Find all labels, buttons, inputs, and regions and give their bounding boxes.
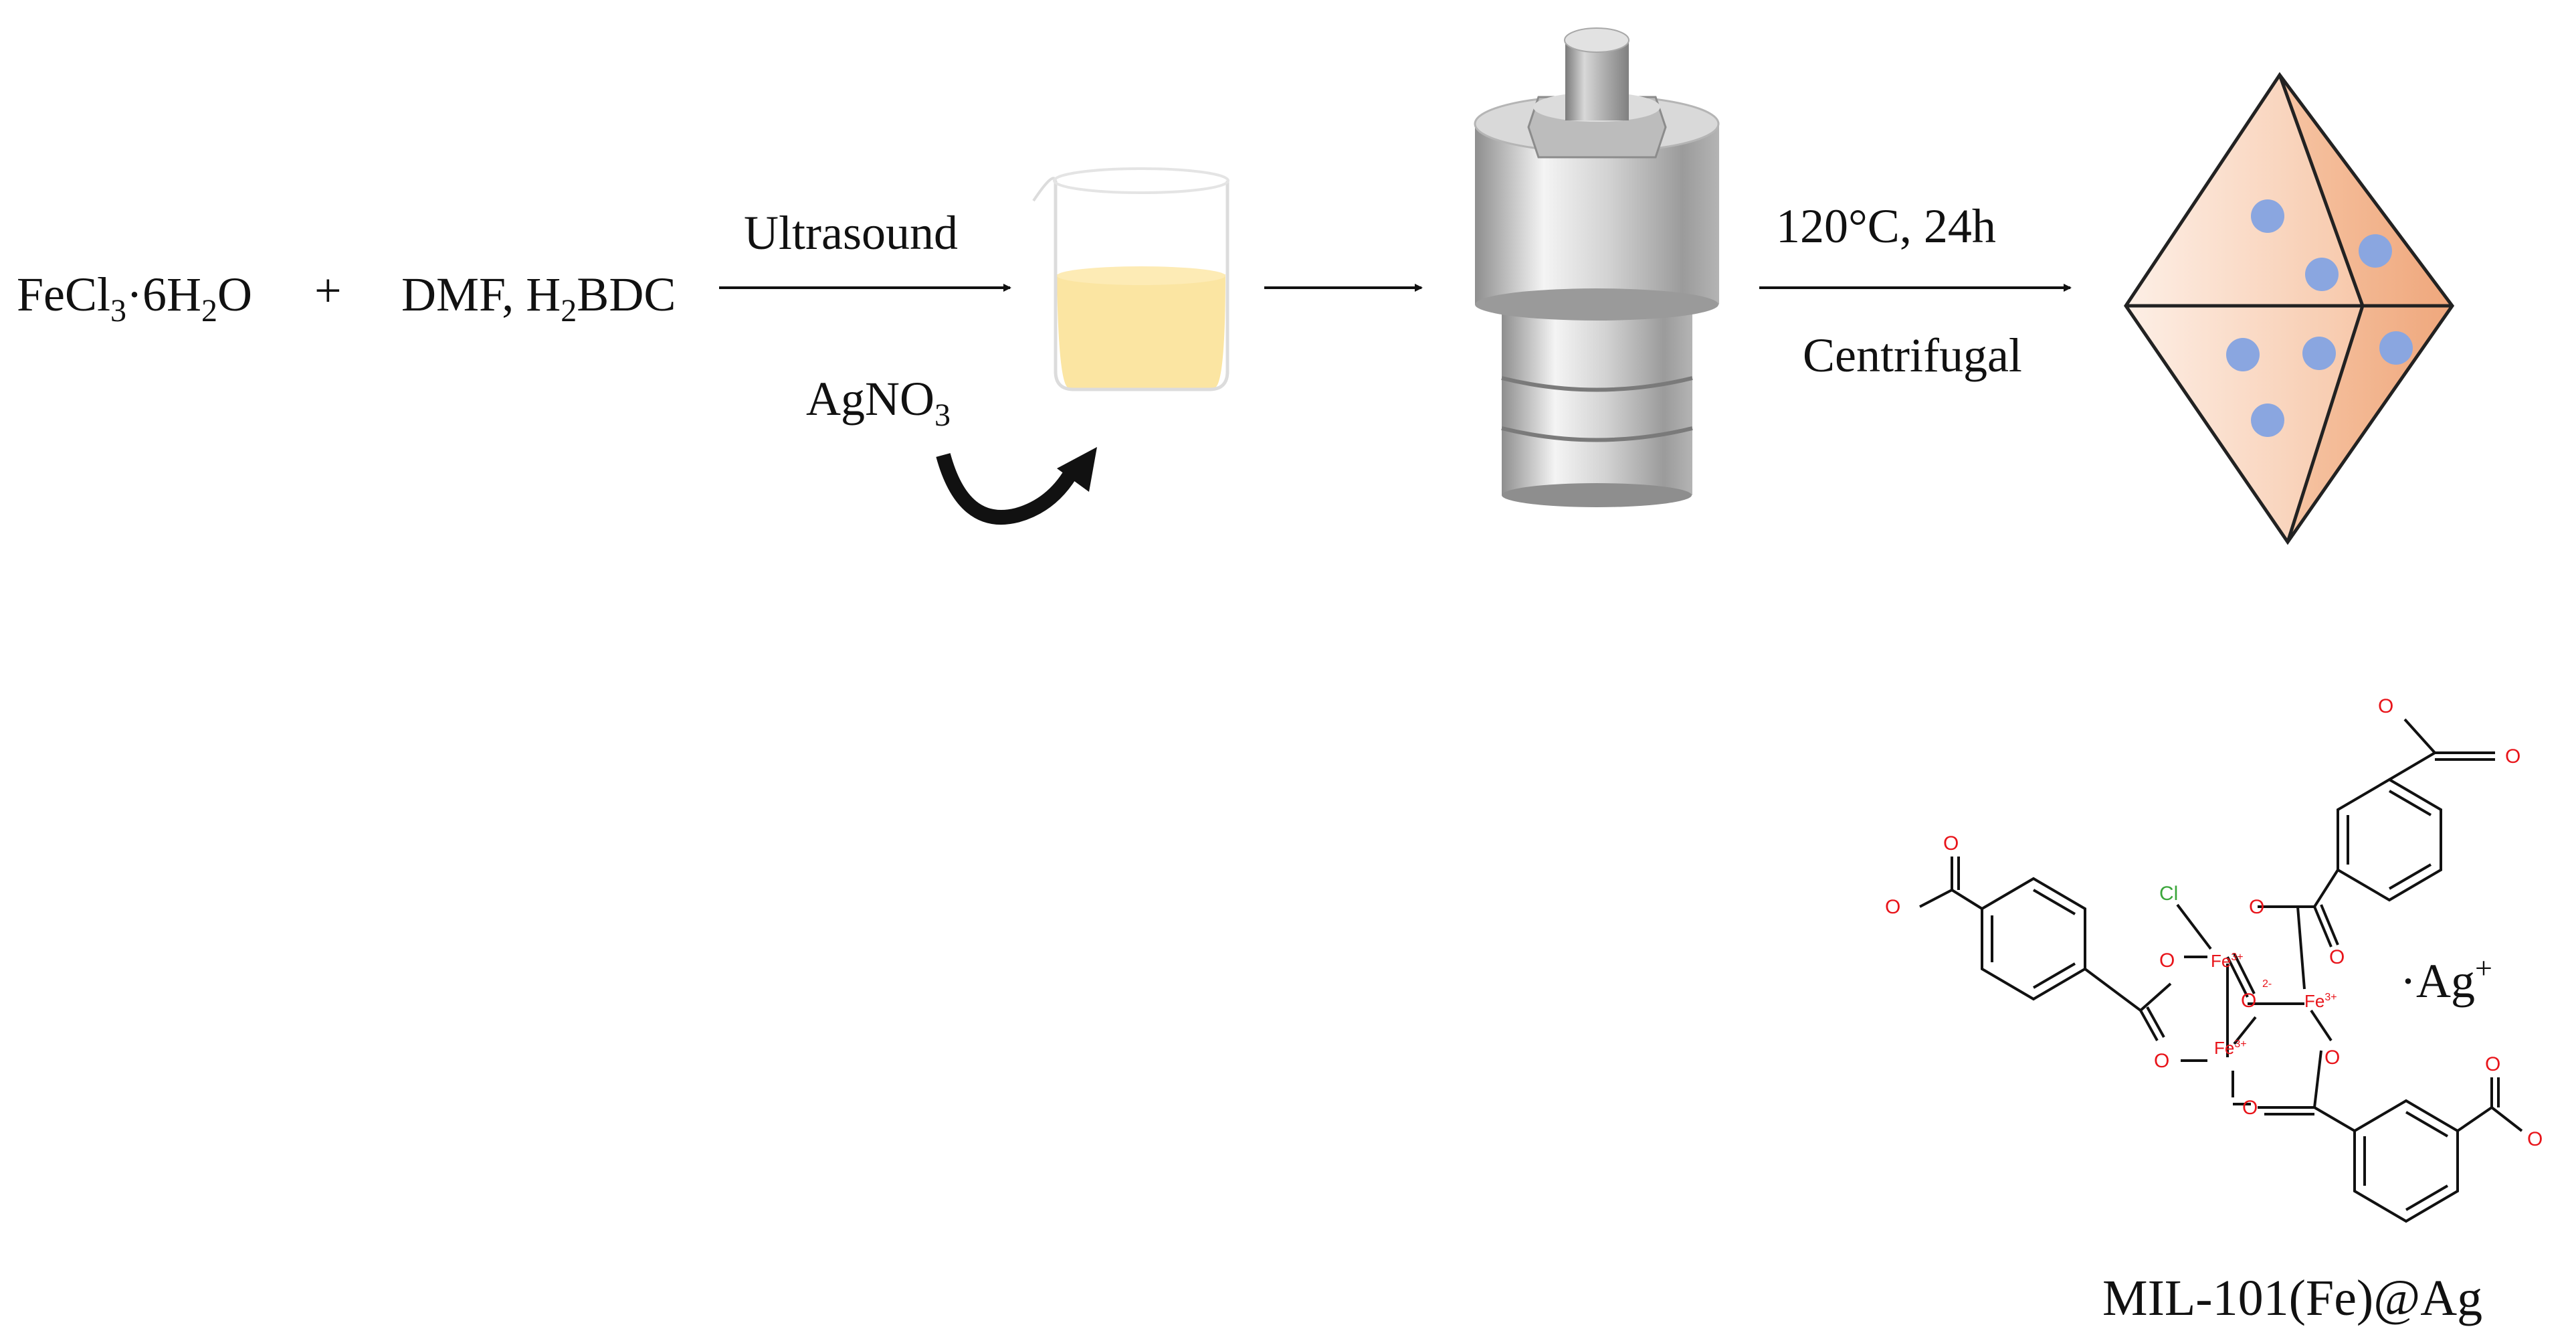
mof-octahedron-icon [2123,72,2455,545]
svg-text:O: O [2329,946,2345,968]
step1-above-label: Ultrasound [744,206,958,260]
svg-text:2-: 2- [2262,978,2272,990]
curved-arrow-head [1057,447,1097,492]
svg-text:O: O [1943,832,1959,855]
svg-text:Fe3+: Fe3+ [2304,991,2337,1011]
svg-text:O: O [2242,1097,2258,1119]
ag-dot [2226,338,2260,371]
svg-text:O: O [2159,950,2175,972]
beaker-icon [1032,167,1229,391]
svg-text:O: O [2249,896,2264,918]
ag-dot [2379,331,2413,365]
ag-dot [2305,258,2339,291]
svg-text:Fe3+: Fe3+ [2214,1038,2247,1058]
ag-ion-label: ·Ag+ [2400,951,2492,1008]
agno3-label: AgNO3 [806,372,951,433]
svg-text:O: O [2324,1047,2340,1069]
svg-text:O: O [2378,695,2393,717]
curved-addition-arrow [936,453,1080,525]
svg-text:O: O [2241,990,2256,1012]
fecl3-formula: FeCl3·6H2O [17,268,252,329]
mil101-structure [1919,718,2523,1223]
ag-dot [2251,404,2284,437]
svg-text:O: O [2527,1128,2543,1150]
ag-dot [2302,337,2336,370]
step3-below-label: Centrifugal [1803,329,2022,382]
svg-text:O: O [2154,1050,2169,1072]
svg-text:O: O [2485,1053,2500,1075]
ag-dot [2359,234,2392,268]
step3-above-label: 120°C, 24h [1776,199,1996,253]
dmf-h2bdc-formula: DMF, H2BDC [401,268,676,329]
product-name: MIL-101(Fe)@Ag [2102,1270,2482,1326]
svg-text:Cl: Cl [2159,883,2178,905]
svg-text:Fe3+: Fe3+ [2211,951,2244,971]
svg-text:O: O [1885,896,1900,918]
ag-dot [2251,199,2284,233]
ag-nanoparticles [2226,199,2413,437]
svg-text:O: O [2505,745,2520,768]
structure-atom-labels: O O Cl O O Fe3+ Fe3+ Fe3+ O 2- O O O O O… [1885,695,2543,1150]
plus-sign: + [314,264,342,317]
autoclave-icon [1474,27,1720,507]
